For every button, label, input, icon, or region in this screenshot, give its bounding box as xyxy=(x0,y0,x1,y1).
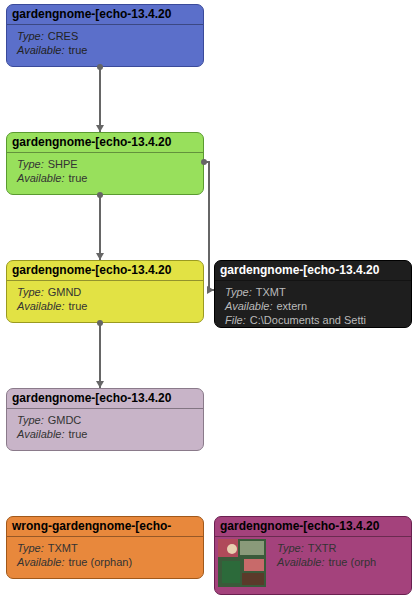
connector xyxy=(96,320,104,388)
property-label: Available: xyxy=(17,556,65,568)
property-row: Type: TXMT xyxy=(215,285,411,299)
node-box: gardengnome-[echo-13.4.20Type:SHPEAvaila… xyxy=(6,132,204,195)
thumb-patch xyxy=(222,561,240,583)
connector-tail xyxy=(97,320,103,326)
node-title: gardengnome-[echo-13.4.20 xyxy=(7,133,203,153)
property-label: Type: xyxy=(17,542,44,554)
node-body: Type: CRES Available: true xyxy=(7,25,203,57)
property-label: Available: xyxy=(17,44,65,56)
arrow-head xyxy=(96,381,104,388)
property-value: SHPE xyxy=(48,158,78,170)
connector-line xyxy=(204,162,214,290)
connector xyxy=(201,159,214,294)
node-body: Type: GMND Available: true xyxy=(7,281,203,313)
property-row: Type: SHPE xyxy=(7,157,203,171)
property-row: Available: true xyxy=(7,427,203,441)
property-row: Type: GMND xyxy=(7,285,203,299)
property-label: Type: xyxy=(17,30,44,42)
node-body: Type: SHPE Available: true xyxy=(7,153,203,185)
arrow-head xyxy=(96,125,104,132)
connector-tail xyxy=(201,159,207,165)
thumb-patch xyxy=(244,559,264,571)
property-label: Available: xyxy=(17,172,65,184)
node-box: gardengnome-[echo-13.4.20Type:GMNDAvaila… xyxy=(6,260,204,323)
property-label: Type: xyxy=(277,542,304,554)
connector-tail xyxy=(97,64,103,70)
thumb-patch xyxy=(227,544,237,554)
thumb-patch xyxy=(242,573,264,585)
thumb-patch xyxy=(218,539,238,557)
node-title: gardengnome-[echo-13.4.20 xyxy=(215,261,411,281)
property-row: Type: TXMT xyxy=(7,541,203,555)
connector-tail xyxy=(97,192,103,198)
property-row: Available: extern xyxy=(215,299,411,313)
property-label: Available: xyxy=(277,556,325,568)
property-label: Available: xyxy=(225,300,273,312)
property-value: GMDC xyxy=(48,414,82,426)
arrow-head xyxy=(96,253,104,260)
connector-line xyxy=(99,195,101,260)
node-body: Type: TXMT Available: true (orphan) xyxy=(7,537,203,569)
property-value: true xyxy=(69,300,88,312)
property-label: File: xyxy=(225,314,246,326)
arrow-head xyxy=(207,286,214,294)
node-body: Type: TXMT Available: externFile: C:\Documen… xyxy=(215,281,411,327)
property-label: Type: xyxy=(17,158,44,170)
property-row: File: C:\Documents and Setti xyxy=(215,313,411,327)
property-value: true (orph xyxy=(329,556,377,568)
property-value: extern xyxy=(277,300,308,312)
property-value: CRES xyxy=(48,30,79,42)
property-row: Type: CRES xyxy=(7,29,203,43)
property-label: Available: xyxy=(17,428,65,440)
property-label: Type: xyxy=(17,286,44,298)
node-title: gardengnome-[echo-13.4.20 xyxy=(7,261,203,281)
property-value: GMND xyxy=(48,286,82,298)
property-value: TXTR xyxy=(308,542,337,554)
connector xyxy=(96,192,104,260)
property-label: Type: xyxy=(225,286,252,298)
texture-thumbnail xyxy=(218,539,266,587)
property-value: true xyxy=(69,428,88,440)
property-value: TXMT xyxy=(48,542,78,554)
node-box: gardengnome-[echo-13.4.20Type:TXMTAvaila… xyxy=(214,260,412,328)
connector xyxy=(96,64,104,132)
node-title: gardengnome-[echo-13.4.20 xyxy=(215,517,411,537)
node-body: Type: GMDC Available: true xyxy=(7,409,203,441)
property-row: Available: true (orphan) xyxy=(7,555,203,569)
node-title: gardengnome-[echo-13.4.20 xyxy=(7,5,203,25)
thumb-patch xyxy=(240,541,264,555)
node-title: gardengnome-[echo-13.4.20 xyxy=(7,389,203,409)
thumb-bg xyxy=(218,539,266,587)
property-value: TXMT xyxy=(256,286,286,298)
node-box: wrong-gardengnome-[echo-Type:TXMTAvailab… xyxy=(6,516,204,579)
property-row: Available: true xyxy=(7,43,203,57)
property-row: Available: true xyxy=(7,299,203,313)
property-label: Available: xyxy=(17,300,65,312)
property-value: true xyxy=(69,172,88,184)
node-box: gardengnome-[echo-13.4.20Type:GMDCAvaila… xyxy=(6,388,204,451)
node-box: gardengnome-[echo-13.4.20Type:CRESAvaila… xyxy=(6,4,204,67)
property-row: Available: true xyxy=(7,171,203,185)
connector-line xyxy=(99,323,101,388)
connector-line xyxy=(99,67,101,132)
property-value: C:\Documents and Setti xyxy=(250,314,366,326)
property-row: Type: GMDC xyxy=(7,413,203,427)
node-title: wrong-gardengnome-[echo- xyxy=(7,517,203,537)
property-label: Type: xyxy=(17,414,44,426)
property-value: true (orphan) xyxy=(69,556,133,568)
property-value: true xyxy=(69,44,88,56)
